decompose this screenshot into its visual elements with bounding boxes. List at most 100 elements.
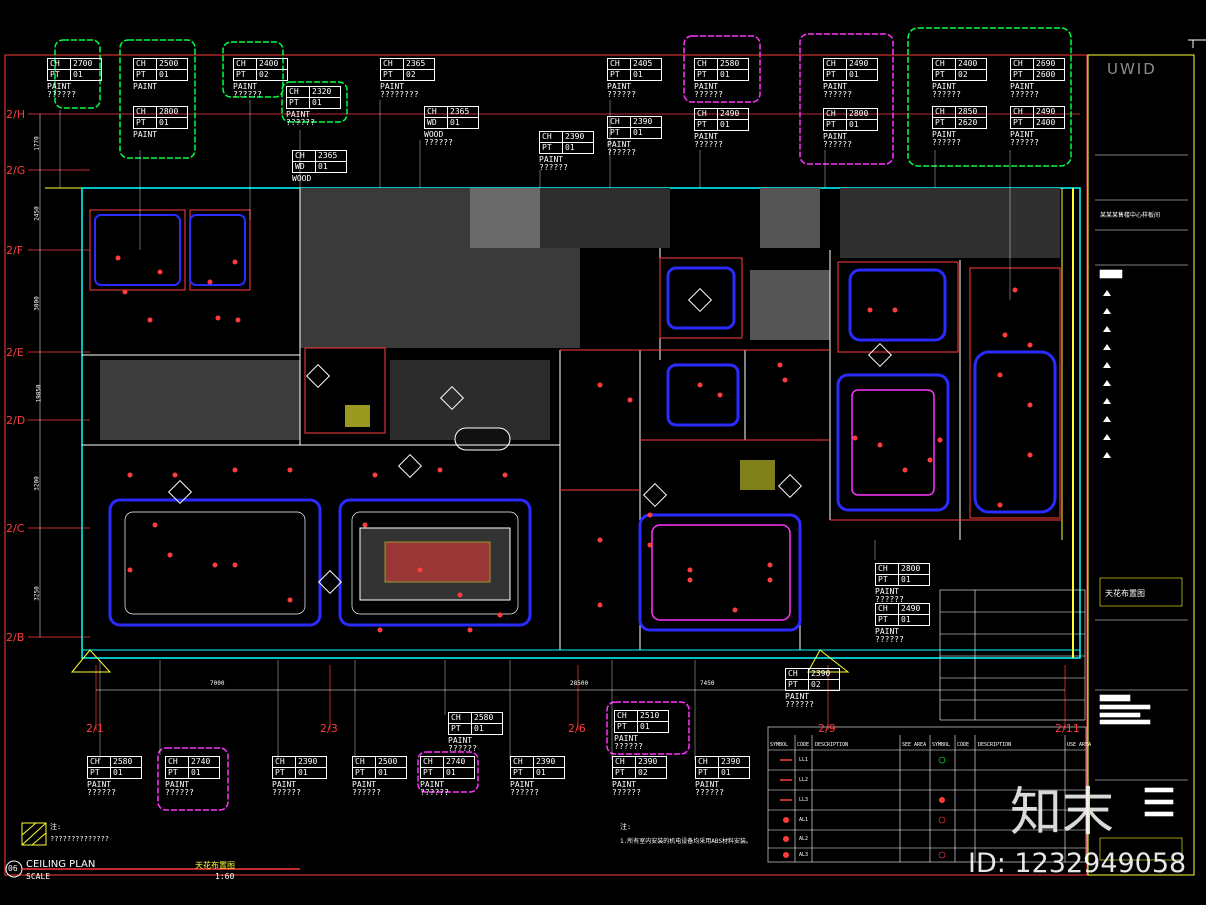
tag-material-label: PAINT [823,132,848,141]
tag-key: PT [608,128,631,138]
tag-ch-value: 2740 [446,757,466,766]
tag-ch-value: 2490 [1036,107,1056,116]
tag-key: PT [695,120,718,130]
legend-header-cell: CODE [797,742,810,748]
tag-key: PT [696,768,719,778]
tag-pt-value: 2620 [958,118,978,127]
tag-key: CH [540,132,563,142]
tag-pt-value: 02 [811,680,821,689]
diffuser-symbol [439,385,465,411]
grid-axes [28,113,1080,730]
tag-ch-value: 2365 [318,151,338,160]
tag-key: PT [1011,118,1034,128]
tag-key: CH [786,669,809,679]
tag-pt-value: 01 [113,768,123,777]
tag-ch-value: 2800 [901,564,921,573]
light-dot [122,289,128,295]
tag-material-label: WOOD [424,130,444,139]
tag-key: CH [876,564,899,574]
tag-sub-label: ?????? [785,700,814,709]
light-dot [627,397,633,403]
dim-bottom: 28500 [570,680,589,687]
tag-material-label: PAINT [823,82,848,91]
light-dot [782,377,788,383]
tag-key: PT [824,120,847,130]
tag-key: CH [134,107,157,117]
light-dot [147,317,153,323]
axis-row-label: 2/E [6,346,24,359]
tag-material-label: PAINT [420,780,445,789]
tag-key: PT [166,768,189,778]
legend-code: LL3 [799,797,809,803]
tag-key: CH [353,757,376,767]
tag-pt-value: 01 [312,98,322,107]
light-dot [902,467,908,473]
tag-material-label: PAINT [165,780,190,789]
hatch-sample [21,822,47,846]
tag-key: CH [615,711,638,721]
tag-material-label: PAINT [233,82,258,91]
legend-code: AL2 [799,836,809,842]
tag-ch-value: 2390 [298,757,318,766]
tag-sub-label: ?????? [47,90,76,99]
tag-key: CH [421,757,444,767]
light-dot [767,562,773,568]
tag-sub-label: ?????? [614,742,643,751]
tag-key: CH [88,757,111,767]
tag-material-label: PAINT [510,780,535,789]
light-dot [777,362,783,368]
tag-material-label: PAINT [614,734,639,743]
tag-sub-label: ?????? [286,118,315,127]
tag-pt-value: 02 [406,70,416,79]
tag-pt-value: 02 [958,70,968,79]
tag-ch-value: 2490 [720,109,740,118]
axis-row-label: 2/G [6,164,26,177]
walls [82,188,1062,650]
tag-material-label: PAINT [286,110,311,119]
tag-ch-value: 2365 [450,107,470,116]
light-dot [467,627,473,633]
tag-pt-value: 01 [378,768,388,777]
light-dot [697,382,703,388]
tag-pt-value: 2400 [1036,118,1056,127]
tag-pt-value: 01 [450,118,460,127]
light-dot [127,567,133,573]
tag-key: CH [824,59,847,69]
tag-pt-value: 01 [565,143,575,152]
light-dot [717,392,723,398]
tag-material-label: PAINT [785,692,810,701]
tag-key: CH [511,757,534,767]
legend-header-cell: DESCRIPTION [815,742,849,748]
tag-ch-value: 2390 [638,757,658,766]
title-block [1095,154,1188,861]
light-dot [937,437,943,443]
scale-label: SCALE [26,872,51,881]
general-note: 1.所有室内安装的机电设备均采用ABS材料安装。 [620,838,753,845]
tag-key: PT [1011,70,1034,80]
tag-ch-value: 2690 [1036,59,1056,68]
light-dot [647,512,653,518]
tag-key: CH [933,59,956,69]
tag-key: CH [449,713,472,723]
dim-left: 1770 [33,136,41,151]
tag-ch-value: 2400 [259,59,279,68]
tag-sub-label: ?????? [607,148,636,157]
tag-sub-label: ?????? [875,595,904,604]
diffuser-symbol [317,569,343,595]
tag-key: PT [695,70,718,80]
light-dot [867,307,873,313]
tag-ch-value: 2390 [633,117,653,126]
tag-sub-label: ?????? [424,138,453,147]
light-dot [732,607,738,613]
tag-sub-label: ?????? [823,140,852,149]
light-dot [372,472,378,478]
tag-sub-label: ?????? [932,138,961,147]
light-dot [172,472,178,478]
light-fixtures [115,255,1033,633]
tag-pt-value: 01 [849,120,859,129]
axis-col-label: 2/11 [1055,722,1080,735]
